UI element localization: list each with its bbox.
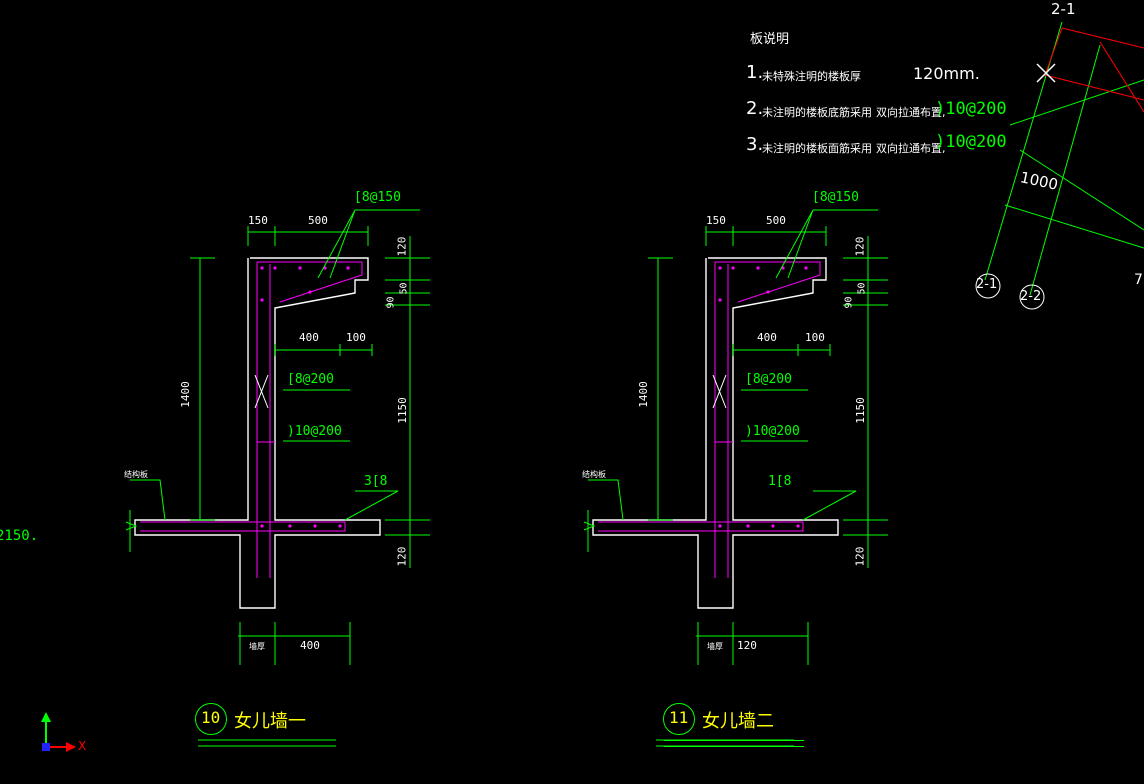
note-3-number: 3. — [746, 134, 764, 155]
d11-dim-bottom-right: 120 — [737, 639, 757, 652]
note-3-value: )10@200 — [935, 132, 1007, 152]
d10-dim-90: 90 — [385, 296, 397, 309]
d10-rebar-bottom: 3[8 — [364, 474, 388, 489]
grid-axis-top-label: 2-1 — [1051, 0, 1076, 18]
d10-dim-120-top: 120 — [395, 236, 409, 257]
d11-dim-90: 90 — [843, 296, 855, 309]
d10-rebar-wall: )10@200 — [287, 424, 342, 439]
d10-dim-500: 500 — [308, 214, 328, 227]
d11-dim-400: 400 — [757, 331, 777, 344]
ucs-icon — [41, 712, 76, 752]
notes-heading: 板说明 — [750, 32, 790, 47]
d11-dim-1150: 1150 — [853, 397, 867, 424]
d10-dim-1150: 1150 — [395, 397, 409, 424]
note-1-text: 未特殊注明的楼板厚 — [762, 70, 861, 83]
d10-dim-bottom-right: 400 — [300, 639, 320, 652]
d10-dim-100: 100 — [346, 331, 366, 344]
d11-rebar-bottom: 1[8 — [768, 474, 792, 489]
d11-number: 11 — [669, 708, 689, 727]
d10-dim-50: 50 — [398, 282, 410, 295]
d11-dim-50: 50 — [856, 282, 868, 295]
grid-plan-fragment — [975, 21, 1144, 310]
note-2-extra: 双向拉通布置, — [876, 106, 946, 119]
d11-title-underline — [664, 740, 804, 747]
d10-dim-150: 150 — [248, 214, 268, 227]
d10-rebar-top: [8@150 — [354, 190, 401, 205]
grid-axis-bubble-b: 2-2 — [1020, 289, 1042, 304]
note-3-extra: 双向拉通布置, — [876, 142, 946, 155]
d11-dim-120-top: 120 — [853, 236, 867, 257]
d11-rebar-top: [8@150 — [812, 190, 859, 205]
d10-title: 女儿墙一 — [234, 711, 306, 732]
note-1-number: 1. — [746, 62, 764, 83]
d10-dim-bottom-left: 墙厚 — [249, 642, 265, 651]
grid-axis-bubble-a: 2-1 — [976, 277, 998, 292]
note-2-value: )10@200 — [935, 99, 1007, 119]
d10-dim-1400: 1400 — [178, 381, 192, 408]
d10-dim-400: 400 — [299, 331, 319, 344]
grid-edge-fragment: 7 — [1134, 272, 1143, 288]
d11-dim-120-bottom: 120 — [853, 546, 867, 567]
d11-dim-100: 100 — [805, 331, 825, 344]
d10-number-bubble — [195, 703, 227, 735]
d11-dim-bottom-left: 墙厚 — [707, 642, 723, 651]
grid-spacing-label: 1000 — [1018, 168, 1060, 194]
d11-number-bubble — [663, 703, 695, 735]
d11-dim-150: 150 — [706, 214, 726, 227]
note-3-text: 未注明的楼板面筋采用 — [762, 142, 872, 155]
note-1-value: 120mm. — [913, 64, 980, 83]
d10-dim-120-bottom: 120 — [395, 546, 409, 567]
d11-rebar-wall: )10@200 — [745, 424, 800, 439]
d10-rebar-mid: [8@200 — [287, 372, 334, 387]
d11-slab-label: 结构板 — [582, 470, 606, 479]
d11-rebar-mid: [8@200 — [745, 372, 792, 387]
left-edge-fragment: 2150. — [0, 528, 39, 544]
d10-slab-label: 结构板 — [124, 470, 148, 479]
note-2-text: 未注明的楼板底筋采用 — [762, 106, 872, 119]
d11-title: 女儿墙二 — [702, 711, 774, 732]
d11-dim-500: 500 — [766, 214, 786, 227]
d10-number: 10 — [201, 708, 221, 727]
d11-dim-1400: 1400 — [636, 381, 650, 408]
note-2-number: 2. — [746, 98, 764, 119]
ucs-x-label: X — [78, 739, 87, 753]
